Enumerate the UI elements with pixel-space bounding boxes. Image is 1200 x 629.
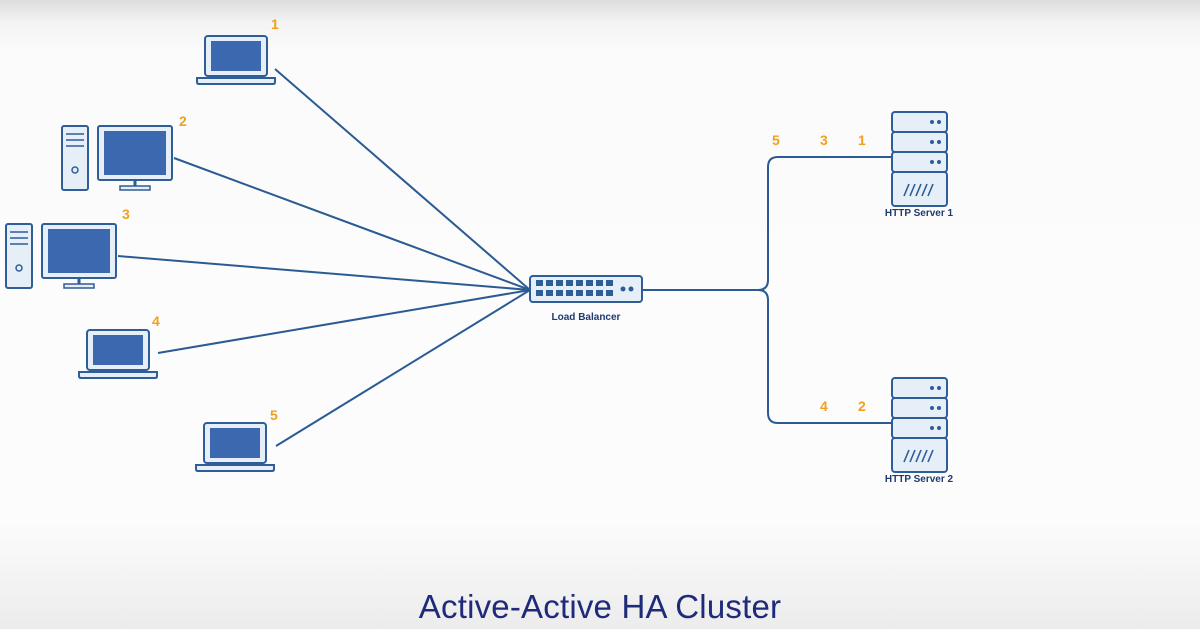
server-links: [643, 156, 892, 424]
server-icon: [891, 111, 948, 207]
server-2-request: 2: [858, 398, 866, 414]
client-number-5: 5: [270, 407, 278, 423]
server-2-request: 4: [820, 398, 828, 414]
page-title: Active-Active HA Cluster: [418, 588, 782, 625]
link-server-2: [757, 289, 892, 424]
desktop-icon: [4, 222, 118, 290]
server-1-label: HTTP Server 1: [885, 208, 954, 219]
server-1-request: 3: [820, 132, 828, 148]
client-number-3: 3: [122, 206, 130, 222]
load-balancer-label: Load Balancer: [552, 312, 621, 323]
server-2-label: HTTP Server 2: [885, 474, 954, 485]
laptop-icon: [78, 329, 158, 379]
server-1-request: 5: [772, 132, 780, 148]
link-client-2: [173, 157, 531, 291]
server-icon: [891, 377, 948, 473]
desktop-icon: [60, 124, 174, 192]
client-links: [117, 68, 531, 447]
link-client-3: [117, 255, 531, 291]
laptop-icon: [195, 422, 275, 472]
client-number-4: 4: [152, 313, 160, 329]
link-client-4: [157, 289, 531, 354]
client-number-2: 2: [179, 113, 187, 129]
link-client-1: [274, 68, 531, 291]
server-1-request: 1: [858, 132, 866, 148]
link-client-5: [275, 289, 531, 447]
client-number-1: 1: [271, 16, 279, 32]
laptop-icon: [196, 35, 276, 85]
switch-icon: [529, 275, 643, 303]
link-server-1: [643, 156, 892, 291]
